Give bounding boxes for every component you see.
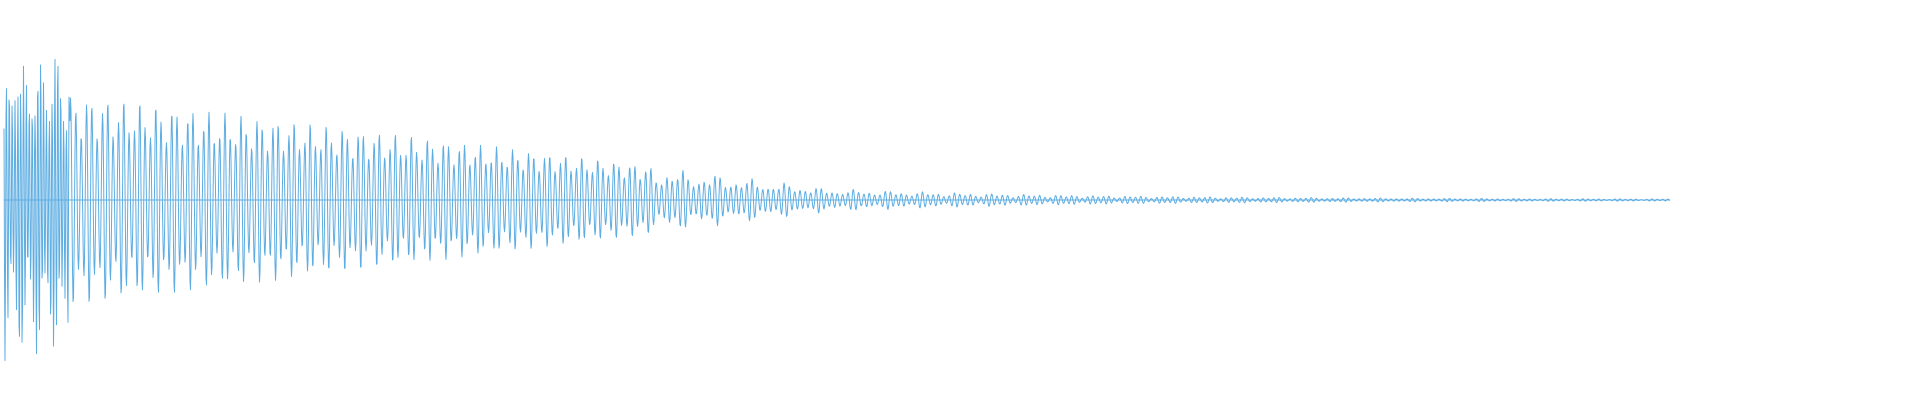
waveform-trace [3, 58, 1671, 361]
